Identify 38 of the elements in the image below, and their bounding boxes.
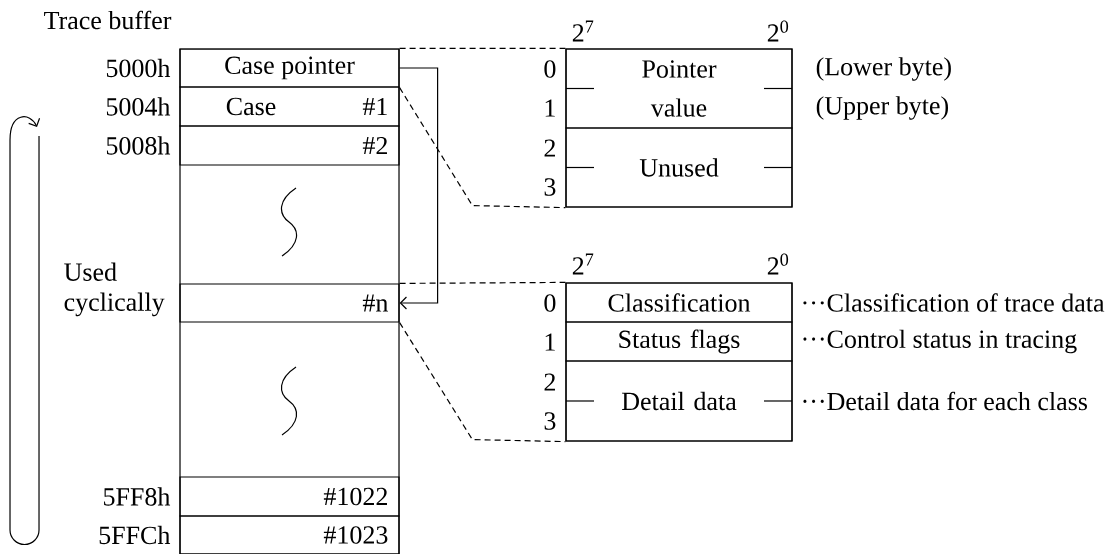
byte-field: Unused bbox=[565, 127, 793, 208]
expansion-line bbox=[399, 87, 566, 209]
address-label: 5FFCh bbox=[99, 525, 171, 545]
byte-index: 1 bbox=[545, 333, 555, 351]
annotation: (Upper byte) bbox=[816, 96, 948, 120]
byte-index: 0 bbox=[544, 60, 556, 78]
bit-label: 2$^{7}$ bbox=[572, 20, 594, 42]
pointer-arrow bbox=[399, 67, 439, 310]
address-label: 5008h bbox=[106, 136, 171, 155]
byte-field: Classification bbox=[565, 282, 793, 323]
byte-index: 1 bbox=[545, 99, 555, 117]
expansion-line bbox=[399, 322, 566, 443]
node-label: Trace buffer bbox=[44, 10, 172, 30]
memory-row: #1022 bbox=[179, 476, 400, 517]
memory-row: #2 bbox=[179, 125, 400, 166]
expansion-line bbox=[399, 281, 566, 284]
address-label: 5000h bbox=[106, 58, 171, 78]
bit-label: 2$^{7}$ bbox=[572, 253, 594, 275]
annotation: (Lower byte) bbox=[816, 57, 951, 81]
memory-row: Case #1 bbox=[179, 86, 400, 127]
byte-index: 2 bbox=[544, 373, 555, 391]
memory-row: Case pointer bbox=[179, 48, 400, 88]
byte-index: 2 bbox=[544, 139, 555, 157]
expansion-line bbox=[399, 47, 566, 49]
byte-index: 0 bbox=[544, 294, 556, 312]
memory-row: #1023 bbox=[179, 515, 400, 554]
annotation: ···Classification of trace data bbox=[803, 293, 1105, 312]
annotation: ···Control status in tracing bbox=[803, 329, 1077, 354]
byte-index: 3 bbox=[544, 178, 556, 196]
byte-field: Pointer value bbox=[565, 48, 793, 129]
bit-label: 2$^{0}$ bbox=[767, 253, 789, 275]
byte-index: 3 bbox=[544, 412, 556, 430]
address-label: 5FF8h bbox=[104, 487, 171, 506]
memory-row: #n bbox=[179, 283, 400, 323]
address-label: 5004h bbox=[106, 97, 171, 116]
byte-field: Status flags bbox=[565, 321, 793, 362]
byte-field: Detail data bbox=[565, 360, 793, 442]
annotation: ···Detail data for each class bbox=[803, 391, 1087, 411]
